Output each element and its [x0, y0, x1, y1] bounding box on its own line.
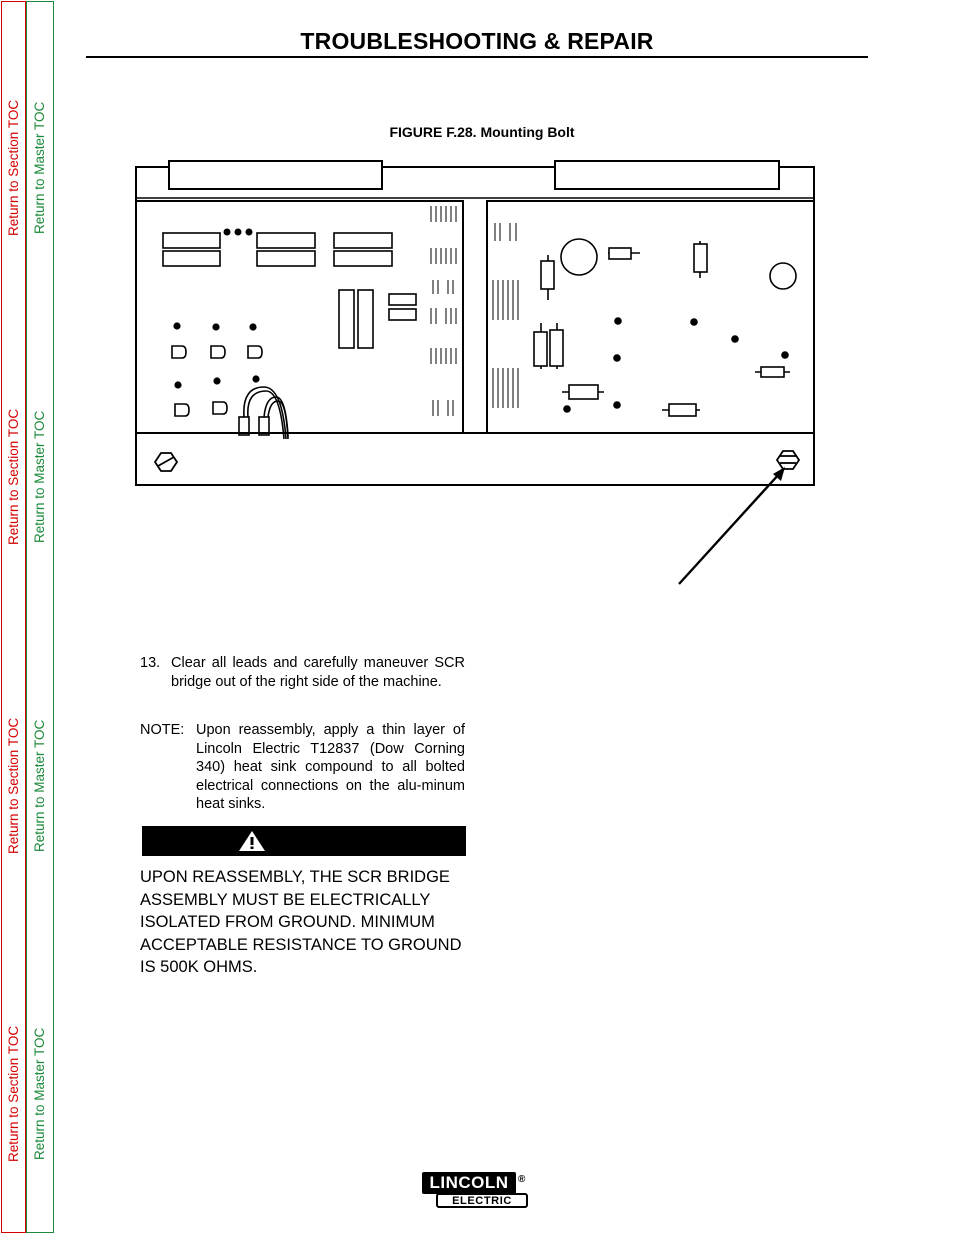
caution-text: UPON REASSEMBLY, THE SCR BRIDGE ASSEMBLY… — [140, 868, 462, 976]
caution-banner — [142, 826, 466, 856]
logo-registered-mark: ® — [518, 1174, 526, 1185]
note-text: Upon reassembly, apply a thin layer of L… — [196, 722, 465, 813]
logo-brand: LINCOLN — [422, 1172, 516, 1194]
note-label: NOTE: — [140, 722, 185, 738]
reassembly-note: NOTE: Upon reassembly, apply a thin laye… — [140, 721, 465, 814]
section-toc-strip — [1, 1, 26, 1233]
step-number: 13. — [140, 655, 161, 671]
lincoln-electric-logo: LINCOLN ® ELECTRIC — [422, 1172, 530, 1210]
warning-triangle-icon — [239, 831, 265, 851]
return-to-section-toc-link-2[interactable]: Return to Section TOC — [6, 408, 21, 545]
return-to-master-toc-link-4[interactable]: Return to Master TOC — [32, 1027, 47, 1160]
step-13: 13. Clear all leads and carefully maneuv… — [140, 654, 465, 691]
return-to-master-toc-link-3[interactable]: Return to Master TOC — [32, 719, 47, 852]
return-to-master-toc-link-1[interactable]: Return to Master TOC — [32, 101, 47, 234]
scr-bridge-diagram — [135, 160, 815, 585]
return-to-section-toc-link-1[interactable]: Return to Section TOC — [6, 99, 21, 236]
left-board-dots — [173, 228, 260, 389]
logo-sub: ELECTRIC — [436, 1193, 528, 1208]
mounting-bolt-right — [775, 450, 801, 470]
figure-caption: FIGURE F.28. Mounting Bolt — [389, 124, 575, 140]
return-to-section-toc-link-3[interactable]: Return to Section TOC — [6, 717, 21, 854]
return-to-master-toc-link-2[interactable]: Return to Master TOC — [32, 410, 47, 543]
return-to-section-toc-link-4[interactable]: Return to Section TOC — [6, 1025, 21, 1162]
step-text: Clear all leads and carefully maneuver S… — [171, 655, 465, 690]
right-board-dots — [563, 317, 789, 413]
right-board-components — [533, 238, 797, 417]
left-board-components — [162, 232, 417, 440]
title-divider — [86, 56, 868, 58]
left-board-labels — [430, 206, 457, 416]
page-title: TROUBLESHOOTING & REPAIR — [300, 28, 654, 54]
mounting-bolt-left — [153, 452, 179, 472]
right-board-labels — [492, 223, 519, 408]
master-toc-strip — [26, 1, 54, 1233]
